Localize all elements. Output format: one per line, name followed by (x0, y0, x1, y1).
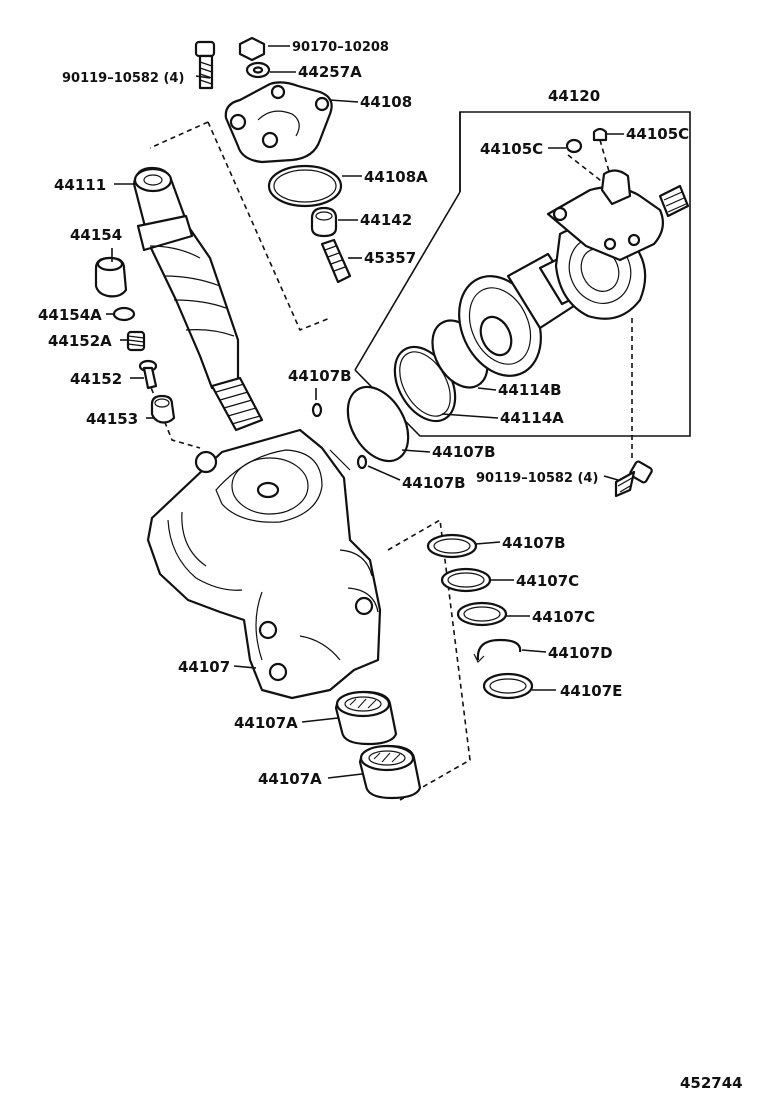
valve-plug-b (592, 127, 608, 142)
label-oring-right: 44107B (402, 474, 466, 492)
bushing-1 (334, 690, 398, 746)
label-seat: 44153 (86, 410, 138, 428)
label-bolt-top: 90119–10582 (4) (62, 71, 184, 86)
pin (138, 359, 158, 390)
label-seal-2: 44107C (516, 572, 579, 590)
washer (245, 61, 271, 79)
label-seal-1: 44107B (502, 534, 566, 552)
small-oring-2 (356, 454, 368, 470)
label-ring-2: 44114A (500, 409, 564, 427)
label-housing: 44107 (178, 658, 230, 676)
label-cap-nut: 90170–10208 (292, 40, 389, 55)
seat (150, 394, 176, 424)
label-end-cover: 44108 (360, 93, 412, 111)
label-spring: 44152A (48, 332, 112, 350)
sector-shaft (132, 166, 264, 432)
label-adjust-screw: 44142 (360, 211, 412, 229)
label-plug: 44154 (70, 226, 122, 244)
stud (320, 238, 352, 284)
small-oring-1 (311, 402, 323, 418)
label-ring-1: 44114B (498, 381, 562, 399)
label-bolt-right: 90119–10582 (4) (476, 471, 598, 486)
cover-oring (267, 164, 343, 208)
label-snap-ring: 44107D (548, 644, 613, 662)
leader-lines (106, 45, 624, 779)
label-valve-plug-a: 44105C (480, 140, 543, 158)
valve-assembly (458, 169, 690, 377)
adjust-screw (310, 206, 338, 238)
bolt-right (614, 460, 653, 498)
label-valve-plug-b: 44105C (626, 125, 689, 143)
seal-stack (426, 533, 534, 700)
bolt-top (194, 40, 216, 90)
diagram-number: 452744 (680, 1074, 743, 1092)
bushing-2 (358, 744, 422, 800)
label-sector-shaft: 44111 (54, 176, 106, 194)
cap-nut (238, 36, 266, 62)
label-oring-mid: 44107B (432, 443, 496, 461)
valve-plug-a (565, 138, 583, 154)
label-seal-4: 44107E (560, 682, 622, 700)
plug-oring (112, 306, 136, 322)
spring (126, 330, 146, 352)
label-stud: 45357 (364, 249, 416, 267)
label-bushing-1: 44107A (234, 714, 298, 732)
label-bushing-2: 44107A (258, 770, 322, 788)
label-cover-oring: 44108A (364, 168, 428, 186)
label-seal-3: 44107C (532, 608, 595, 626)
labels: 90119–10582 (4) 90170–10208 44257A 44108… (38, 40, 743, 1092)
housing (146, 428, 382, 700)
label-washer: 44257A (298, 63, 362, 81)
label-plug-oring: 44154A (38, 306, 102, 324)
end-cover (224, 81, 333, 164)
plug (94, 256, 128, 298)
label-valve-assembly: 44120 (548, 87, 600, 105)
label-oring-left: 44107B (288, 367, 352, 385)
label-pin: 44152 (70, 370, 122, 388)
